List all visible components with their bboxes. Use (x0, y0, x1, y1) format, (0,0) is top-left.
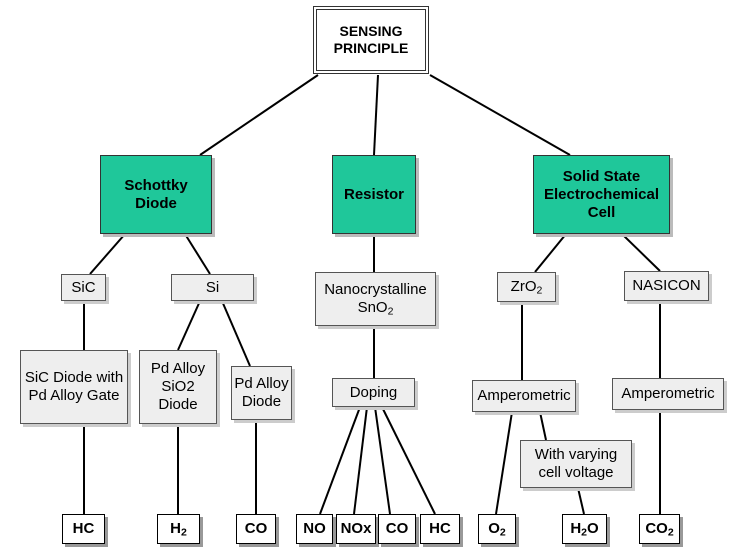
material-zro2: ZrO2 (497, 272, 556, 302)
connector-varying-h2o (577, 487, 585, 515)
connector-si-pddiode (221, 300, 251, 367)
root-line-2: PRINCIPLE (333, 40, 409, 56)
connector-doping-co (374, 406, 391, 515)
method-doping: Doping (332, 378, 415, 407)
method-amperometric-nasicon: Amperometric (612, 378, 724, 410)
material-nasicon: NASICON (624, 271, 709, 301)
schottky-line-1: Schottky (124, 176, 188, 194)
gas-co-doping: CO (378, 514, 416, 544)
zro2-label: ZrO2 (511, 278, 543, 296)
electro-line-3: Cell (587, 203, 616, 221)
connector-schottky-si (184, 233, 211, 275)
device-pd-alloy-sio2-diode: Pd Alloy SiO2 Diode (139, 350, 217, 424)
no-label: NO (303, 520, 326, 537)
pd-sio2-line-3: Diode (158, 396, 198, 413)
h2o-base: H (570, 520, 582, 537)
schottky-line-2: Diode (135, 194, 177, 212)
hc-1-label: HC (72, 520, 95, 537)
connector-root-schottky (199, 74, 319, 156)
gas-co2: CO2 (639, 514, 680, 544)
zro2-base: ZrO (510, 278, 537, 295)
o2-sub: 2 (499, 526, 506, 539)
connector-electro-zro2 (534, 233, 567, 273)
hc-2-label: HC (429, 520, 451, 537)
gas-co-pd-diode: CO (236, 514, 276, 544)
root-node-sensing-principle: SENSING PRINCIPLE (313, 6, 429, 74)
h2o-tail: O (587, 520, 599, 537)
connector-electro-nasicon (621, 233, 661, 272)
varying-line-2: cell voltage (538, 464, 614, 481)
o2-label: O2 (488, 520, 506, 538)
co-1-label: CO (244, 520, 268, 537)
sic-diode-line-2: Pd Alloy Gate (28, 387, 120, 404)
electro-line-1: Solid State (562, 167, 641, 185)
category-schottky-diode: Schottky Diode (100, 155, 212, 234)
connector-doping-hc (381, 406, 436, 515)
nano-formula-sub: 2 (387, 305, 394, 318)
nox-label: NOx (340, 520, 372, 537)
doping-label: Doping (349, 383, 398, 401)
method-amperometric-zro2: Amperometric (472, 380, 576, 412)
pd-sio2-line-2: SiO2 (161, 378, 195, 395)
co2-sub: 2 (667, 526, 674, 539)
o2-base: O (488, 520, 500, 537)
varying-line-1: With varying (534, 446, 618, 463)
h2-label: H2 (170, 520, 187, 538)
material-si: Si (171, 274, 254, 301)
material-nanocrystalline-sno2: Nanocrystalline SnO2 (315, 272, 436, 326)
device-sic-diode-pd-alloy-gate: SiC Diode with Pd Alloy Gate (20, 350, 128, 424)
pd-diode-line-1: Pd Alloy (234, 375, 289, 392)
gas-h2o: H2O (562, 514, 607, 544)
gas-h2: H2 (157, 514, 200, 544)
si-label: Si (205, 278, 220, 296)
h2-sub: 2 (181, 526, 187, 539)
nano-formula-base: SnO (357, 299, 388, 316)
nano-line-2: SnO2 (324, 299, 427, 317)
sic-label: SiC (71, 278, 96, 296)
co2-label: CO2 (645, 520, 673, 538)
device-pd-alloy-diode: Pd Alloy Diode (231, 366, 292, 420)
connector-root-resistor (373, 74, 379, 156)
gas-o2: O2 (478, 514, 516, 544)
co2-base: CO (645, 520, 668, 537)
category-solid-state-electrochemical-cell: Solid State Electrochemical Cell (533, 155, 670, 234)
h2o-sub: 2 (581, 526, 587, 539)
nasicon-label: NASICON (632, 277, 701, 294)
zro2-sub: 2 (536, 284, 543, 297)
gas-hc-doping: HC (420, 514, 460, 544)
connector-ampero-varying (539, 411, 547, 441)
ampero-zro2-label: Amperometric (477, 387, 571, 404)
electro-line-2: Electrochemical (543, 185, 660, 203)
connector-doping-no (319, 406, 361, 515)
h2o-label: H2O (570, 520, 598, 538)
connector-doping-nox (353, 406, 368, 515)
co-2-label: CO (385, 520, 409, 537)
gas-no: NO (296, 514, 333, 544)
connector-si-pdsio2 (177, 300, 201, 351)
gas-nox: NOx (336, 514, 376, 544)
connector-root-electrochemical (429, 74, 571, 156)
ampero-nasicon-label: Amperometric (621, 385, 715, 402)
root-line-1: SENSING (339, 23, 403, 40)
connector-schottky-sic (89, 233, 126, 275)
material-sic: SiC (61, 274, 106, 301)
connector-ampero-o2 (495, 411, 513, 515)
gas-hc-sic: HC (62, 514, 105, 544)
pd-diode-line-2: Diode (241, 393, 282, 410)
category-resistor: Resistor (332, 155, 416, 234)
resistor-label: Resistor (343, 185, 405, 203)
pd-sio2-line-1: Pd Alloy (150, 360, 206, 377)
h2-base: H (170, 520, 181, 537)
nano-line-1: Nanocrystalline (324, 281, 427, 298)
method-with-varying-cell-voltage: With varying cell voltage (520, 440, 632, 488)
sic-diode-line-1: SiC Diode with (24, 369, 124, 386)
